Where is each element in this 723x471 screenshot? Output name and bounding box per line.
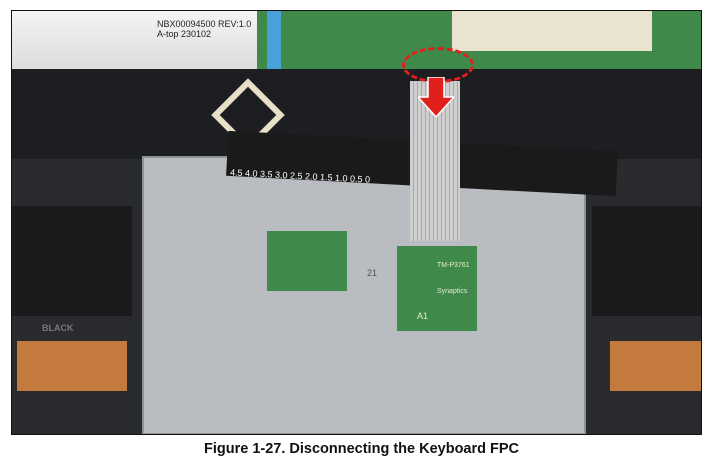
touchpad-bracket [142, 156, 586, 434]
flex-blue [267, 11, 281, 69]
battery-label: NBX00094500 REV:1.0 A-top 230102 [157, 19, 251, 39]
arrow-down-icon [418, 77, 454, 117]
touchpad-brand: Synaptics [437, 288, 468, 295]
touchpad-model: TM-P3761 [437, 262, 470, 269]
ssd [452, 11, 652, 51]
chassis-mark: BLACK [42, 323, 74, 333]
touchpad-board-right [397, 246, 477, 331]
figure-photo: NBX00094500 REV:1.0 A-top 230102 4.5 4.0… [11, 10, 702, 435]
copper-right [610, 341, 701, 391]
battery-part-number: NBX00094500 REV:1.0 [157, 19, 252, 29]
figure-caption: Figure 1-27. Disconnecting the Keyboard … [203, 441, 520, 457]
touchpad-number: 21 [367, 268, 378, 278]
battery-date: A-top 230102 [157, 29, 212, 39]
speaker-right [592, 206, 701, 316]
touchpad-board-left [267, 231, 347, 291]
battery-pack [12, 11, 257, 69]
speaker-left [12, 206, 132, 316]
touchpad-rev: A1 [417, 311, 429, 321]
copper-left [17, 341, 127, 391]
